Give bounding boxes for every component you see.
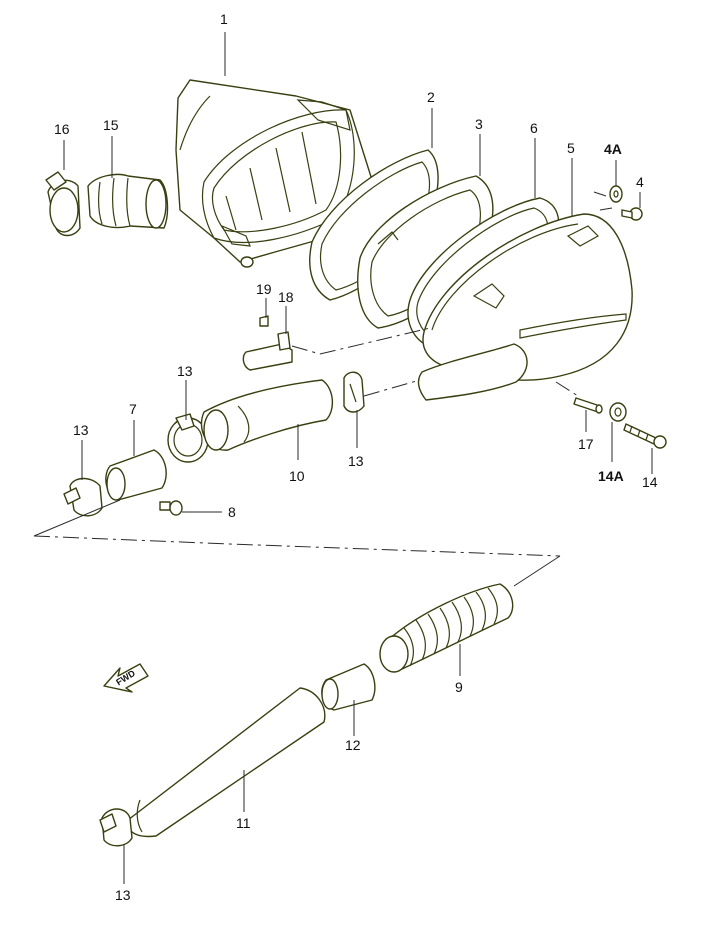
callout-16: 16 [54,121,70,137]
part-14a-washer [609,402,627,422]
separation-line-right [513,555,561,587]
callout-10: 10 [289,468,305,484]
callout-11: 11 [236,815,251,831]
callout-8: 8 [228,504,236,520]
part-13-clamp-right [343,371,365,413]
part-10-hose [200,379,333,451]
separation-dash-line [33,535,561,557]
callout-13-upper: 13 [177,363,193,379]
part-9-bellows [379,583,514,673]
dash-lead-18 [291,327,431,355]
part-4a-washer [609,185,623,203]
callout-3: 3 [475,116,483,132]
part-12-sleeve [321,663,376,711]
dash-lead-4a [593,191,613,211]
part-7-short-hose [105,449,167,501]
part-11-long-hose [127,687,326,838]
part-16-clamp [45,171,81,237]
callout-1: 1 [220,11,228,27]
callout-13-right: 13 [348,453,364,469]
part-18-drain-plug [242,331,293,371]
callout-labels: 1 2 3 6 5 4A 4 16 15 19 18 13 7 13 10 13… [54,11,658,903]
part-17-drain-tube [573,397,603,414]
dash-lead-13 [363,379,421,397]
separation-line-left [33,499,121,537]
callout-15: 15 [103,117,119,133]
part-19-clip [259,315,269,327]
part-5-cap [417,213,633,401]
part-4-screw [621,207,643,221]
callout-14: 14 [642,474,658,490]
part-13-clamp-upper [167,413,209,463]
part-13-clamp-bottom [99,808,133,847]
callout-5: 5 [567,140,575,156]
callout-13-bottom: 13 [115,887,131,903]
dash-lead-17 [555,381,579,397]
callout-12: 12 [345,737,361,753]
callout-2: 2 [427,89,435,105]
callout-13-left: 13 [73,422,89,438]
callout-4: 4 [636,174,644,190]
callout-18: 18 [278,289,294,305]
part-13-clamp-left [63,477,103,517]
callout-17: 17 [578,436,594,452]
part-15-intake-joint [87,173,169,229]
callout-4a: 4A [604,141,622,157]
callout-19: 19 [256,281,272,297]
callout-9: 9 [455,679,463,695]
part-8-screw [159,500,183,516]
callout-6: 6 [530,120,538,136]
leader-lines [63,32,653,884]
fwd-direction-arrow: FWD [103,663,149,693]
callout-7: 7 [129,401,137,417]
part-14-bolt [623,423,667,449]
callout-14a: 14A [598,468,624,484]
